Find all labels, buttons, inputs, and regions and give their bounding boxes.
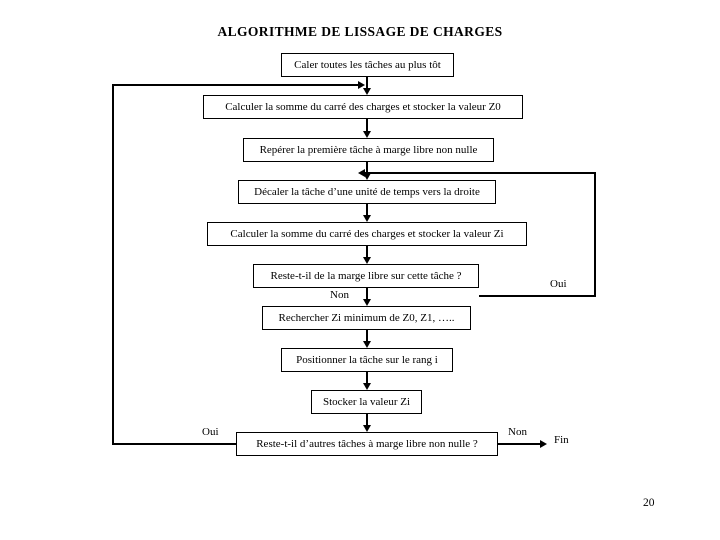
- edge-label-non-autres-taches: Non: [506, 426, 529, 438]
- arrowhead-n2-n3: [363, 131, 371, 138]
- arrowhead-n8-n9: [363, 383, 371, 390]
- connector-n8-n9: [366, 372, 368, 383]
- connector-oui-outer-left: [112, 84, 114, 445]
- connector-n7-n8: [366, 330, 368, 341]
- process-node-decaler-tache[interactable]: Décaler la tâche d’une unité de temps ve…: [238, 180, 496, 204]
- connector-oui-loop-top: [365, 172, 596, 174]
- arrowhead-n1-n2: [363, 88, 371, 95]
- process-node-rechercher-zi-minimum[interactable]: Rechercher Zi minimum de Z0, Z1, …..: [262, 306, 471, 330]
- decision-node-marge-libre-restante[interactable]: Reste-t-il de la marge libre sur cette t…: [253, 264, 479, 288]
- connector-oui-outer-top: [112, 84, 362, 86]
- process-node-caler-taches[interactable]: Caler toutes les tâches au plus tôt: [281, 53, 454, 77]
- process-node-calculer-somme-z0[interactable]: Calculer la somme du carré des charges e…: [203, 95, 523, 119]
- connector-n4-n5: [366, 204, 368, 215]
- connector-oui-loop-right: [594, 172, 596, 297]
- arrowhead-non-fin: [540, 440, 547, 448]
- arrowhead-oui-outer: [358, 81, 365, 89]
- process-node-reperer-premiere-tache[interactable]: Repérer la première tâche à marge libre …: [243, 138, 494, 162]
- process-node-stocker-valeur-zi[interactable]: Stocker la valeur Zi: [311, 390, 422, 414]
- edge-label-oui-marge: Oui: [548, 278, 569, 290]
- arrowhead-n3-n4: [363, 173, 371, 180]
- connector-non-fin: [498, 443, 542, 445]
- edge-label-non-marge: Non: [328, 289, 351, 301]
- arrowhead-n6-n7: [363, 299, 371, 306]
- arrowhead-n4-n5: [363, 215, 371, 222]
- connector-n5-n6: [366, 246, 368, 257]
- connector-n2-n3: [366, 119, 368, 131]
- edge-label-oui-autres-taches: Oui: [200, 426, 221, 438]
- terminal-node-fin: Fin: [554, 434, 569, 446]
- page-title: ALGORITHME DE LISSAGE DE CHARGES: [217, 24, 503, 39]
- process-node-positionner-tache[interactable]: Positionner la tâche sur le rang i: [281, 348, 453, 372]
- connector-oui-loop-bottom: [479, 295, 596, 297]
- connector-n9-n10: [366, 414, 368, 425]
- process-node-calculer-somme-zi[interactable]: Calculer la somme du carré des charges e…: [207, 222, 527, 246]
- page-number: 20: [643, 497, 655, 509]
- connector-n6-n7-non: [366, 288, 368, 299]
- arrowhead-n5-n6: [363, 257, 371, 264]
- connector-oui-outer-bottom: [112, 443, 236, 445]
- connector-n3-n4: [366, 162, 368, 173]
- connector-n1-n2: [366, 77, 368, 88]
- arrowhead-n9-n10: [363, 425, 371, 432]
- arrowhead-oui-loop: [358, 169, 365, 177]
- decision-node-autres-taches[interactable]: Reste-t-il d’autres tâches à marge libre…: [236, 432, 498, 456]
- arrowhead-n7-n8: [363, 341, 371, 348]
